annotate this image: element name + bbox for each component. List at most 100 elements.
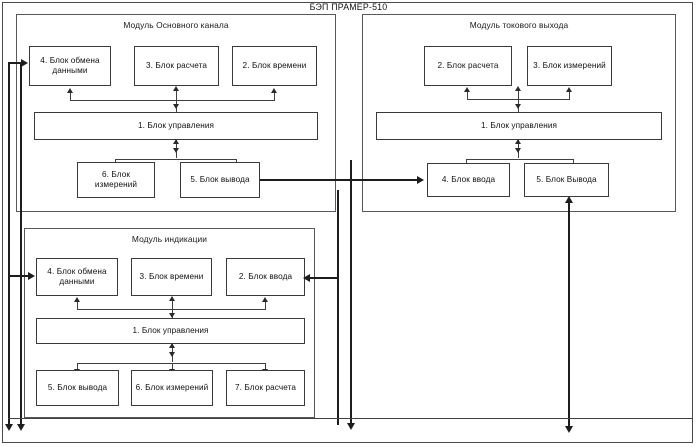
main-arrow-to-calculation <box>173 86 179 91</box>
module-indication-title: Модуль индикации <box>131 234 208 244</box>
block-main-output-label: 5. Блок вывода <box>190 174 250 184</box>
right-rail-indication <box>337 190 339 425</box>
cur-center-link <box>518 88 519 116</box>
block-cur-input[interactable]: 4. Блок ввода <box>427 163 510 197</box>
block-cur-control-label: 1. Блок управления <box>480 120 558 130</box>
arrow-cur-output-trunk-up <box>565 196 573 203</box>
block-ind-control[interactable]: 1. Блок управления <box>36 318 305 344</box>
cur-row2-bus <box>466 159 574 160</box>
block-cur-calculation[interactable]: 2. Блок расчета <box>424 46 512 86</box>
block-cur-input-label: 4. Блок ввода <box>441 174 496 184</box>
block-cur-calculation-label: 2. Блок расчета <box>437 60 499 70</box>
main-arrow-down-from-control <box>173 148 179 153</box>
block-ind-data-exchange[interactable]: 4. Блок обмена данными <box>36 258 118 296</box>
block-cur-measurement[interactable]: 3. Блок измерений <box>527 46 612 86</box>
ind-bus-stub-left <box>77 302 78 310</box>
block-main-data-exchange-label: 4. Блок обмена данными <box>40 55 100 75</box>
main-arrow-to-time <box>271 88 277 93</box>
block-cur-output-label: 5. Блок Вывода <box>536 174 597 184</box>
cur-arrow-to-measurement <box>566 87 572 92</box>
arrow-into-ind-data-exchange <box>28 272 35 280</box>
center-trunk <box>350 160 352 425</box>
arrow-cur-output-trunk-down <box>565 426 573 433</box>
ind-row2-bus <box>77 363 266 364</box>
ind-bus-stub-right <box>265 302 266 310</box>
block-ind-calculation[interactable]: 7. Блок расчета <box>226 370 305 406</box>
module-main-channel: Модуль Основного канала <box>16 14 336 212</box>
block-ind-output[interactable]: 5. Блок вывода <box>36 370 119 406</box>
block-main-calculation[interactable]: 3. Блок расчета <box>134 46 219 86</box>
arrow-left-bus-outer-bottom <box>5 424 13 431</box>
arrow-into-cur-input <box>417 176 424 184</box>
page-title: БЭП ПРАМЕР-510 <box>309 2 388 12</box>
ind-center-link <box>172 298 173 324</box>
block-main-time-label: 2. Блок времени <box>242 60 307 70</box>
cur-bus-stub-right <box>569 92 570 100</box>
block-main-calculation-label: 3. Блок расчета <box>145 60 208 70</box>
main-arrow-up-to-control <box>173 139 179 144</box>
feed-ind-data-exchange <box>8 275 32 277</box>
ind-row1-bus <box>77 309 266 310</box>
main-row1-bus <box>70 100 275 101</box>
main-bus-stub-right <box>274 93 275 101</box>
ind-row2-stub-mid <box>172 363 173 370</box>
block-ind-time-label: 3. Блок времени <box>139 271 204 281</box>
block-main-measurement-label: 6. Блок измерений <box>94 169 138 189</box>
arrow-center-trunk-bottom <box>347 423 355 430</box>
cur-row2-stub-left <box>466 159 467 166</box>
arrow-into-main-data-exchange <box>21 59 28 67</box>
ind-arrow-up-to-control <box>169 343 175 348</box>
block-ind-measurement-label: 6. Блок измерений <box>135 382 209 392</box>
cur-arrow-up-to-control <box>515 139 521 144</box>
main-arrow-center-down <box>173 104 179 109</box>
ind-arrow-center-up <box>169 296 175 301</box>
main-arrow-to-data-exchange <box>67 88 73 93</box>
block-ind-data-exchange-label: 4. Блок обмена данными <box>47 266 107 286</box>
cur-arrow-center-down <box>515 104 521 109</box>
block-main-measurement[interactable]: 6. Блок измерений <box>77 162 155 198</box>
module-current-output-title: Модуль токового выхода <box>469 20 569 30</box>
block-main-control[interactable]: 1. Блок управления <box>34 112 318 140</box>
module-current-output: Модуль токового выхода <box>362 14 676 212</box>
left-bus-inner <box>20 62 22 427</box>
cur-arrow-to-calculation <box>464 87 470 92</box>
cur-arrow-down-from-control <box>515 148 521 153</box>
block-main-control-label: 1. Блок управления <box>137 120 215 130</box>
block-cur-control[interactable]: 1. Блок управления <box>376 112 662 140</box>
ind-row2-stub-right <box>265 363 266 370</box>
block-ind-time[interactable]: 3. Блок времени <box>131 258 212 296</box>
outer-frame <box>2 2 693 443</box>
ind-arrow-down-from-control <box>169 352 175 357</box>
bottom-rail <box>8 418 693 419</box>
cur-arrow-center-up <box>515 86 521 91</box>
module-main-channel-title: Модуль Основного канала <box>123 20 229 30</box>
arrow-left-bus-inner-bottom <box>17 424 25 431</box>
cur-output-trunk <box>568 200 570 430</box>
block-ind-calculation-label: 7. Блок расчета <box>234 382 297 392</box>
block-main-time[interactable]: 2. Блок времени <box>232 46 317 86</box>
link-main-output-to-cur-input <box>260 179 418 181</box>
main-center-link <box>176 88 177 116</box>
ind-arrow-to-input <box>262 297 268 302</box>
block-ind-control-label: 1. Блок управления <box>132 325 209 335</box>
cur-bus-stub-left <box>467 92 468 100</box>
block-main-output[interactable]: 5. Блок вывода <box>180 162 260 198</box>
module-indication: Модуль индикации <box>24 228 315 418</box>
block-cur-output[interactable]: 5. Блок Вывода <box>524 163 609 197</box>
branch-into-ind-input <box>305 277 339 279</box>
ind-row2-stub-left <box>77 363 78 370</box>
block-ind-input[interactable]: 2. Блок ввода <box>226 258 305 296</box>
left-bus-outer <box>8 62 10 427</box>
block-main-data-exchange[interactable]: 4. Блок обмена данными <box>29 46 111 86</box>
block-ind-measurement[interactable]: 6. Блок измерений <box>131 370 213 406</box>
cur-row2-stub-right <box>573 159 574 166</box>
ind-arrow-center-down <box>169 313 175 318</box>
block-ind-input-label: 2. Блок ввода <box>238 271 293 281</box>
main-row2-bus <box>115 159 237 160</box>
arrow-into-ind-input <box>303 274 310 282</box>
feed-main-data-exchange <box>8 62 24 64</box>
ind-arrow-to-data-exchange <box>74 297 80 302</box>
main-bus-stub-left <box>70 93 71 101</box>
block-cur-measurement-label: 3. Блок измерений <box>533 60 606 70</box>
